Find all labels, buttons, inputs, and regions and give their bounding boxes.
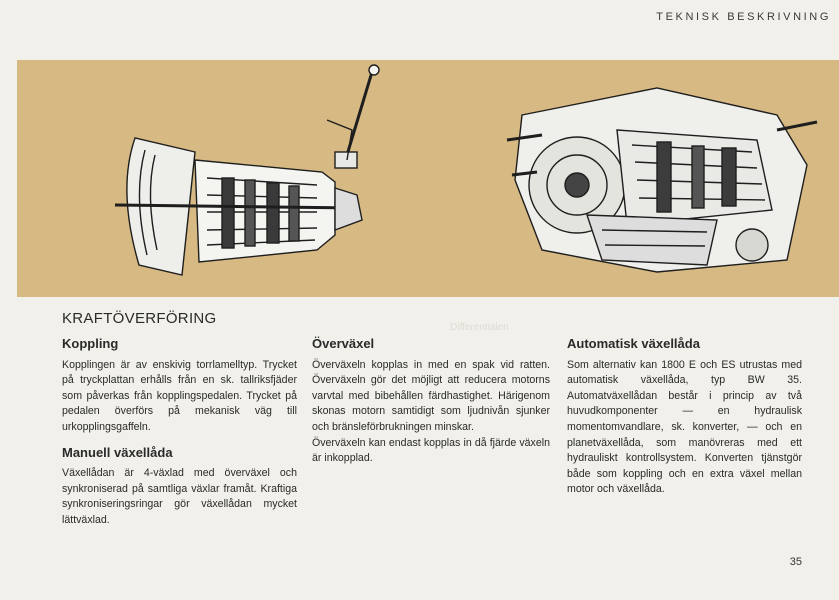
section-text-overvaxel-2: Överväxeln kan endast kopplas in då fjär… xyxy=(312,436,550,465)
bleed-through-text: Differentialen xyxy=(450,322,509,333)
section-header: TEKNISK BESKRIVNING xyxy=(656,11,831,23)
section-text-koppling: Kopplingen är av enskivig torrlamelltyp.… xyxy=(62,358,297,433)
page-number: 35 xyxy=(789,556,802,568)
column-automatisk-vaxellada: Automatisk växellåda Som alternativ kan … xyxy=(567,336,802,498)
automatic-transmission-illustration xyxy=(506,87,818,273)
illustration-band xyxy=(17,60,839,297)
section-text-manuell-vaxellada: Växellådan är 4-växlad med överväxel och… xyxy=(62,467,297,526)
illustrations xyxy=(114,64,818,276)
section-heading-automatisk-vaxellada: Automatisk växellåda xyxy=(567,336,700,351)
column-overvaxel: Överväxel Överväxeln kopplas in med en s… xyxy=(312,336,550,467)
section-text-automatisk-vaxellada: Som alternativ kan 1800 E och ES utrusta… xyxy=(567,358,802,496)
section-heading-manuell-vaxellada: Manuell växellåda xyxy=(62,444,173,460)
column-koppling: Koppling Kopplingen är av enskivig torrl… xyxy=(62,336,297,529)
section-heading-koppling: Koppling xyxy=(62,336,119,351)
section-heading-overvaxel: Överväxel xyxy=(312,336,375,351)
page-title: KRAFTÖVERFÖRING xyxy=(62,310,217,327)
section-text-overvaxel: Överväxeln kopplas in med en spak vid ra… xyxy=(312,358,550,433)
manual-gearbox-illustration xyxy=(114,64,380,276)
